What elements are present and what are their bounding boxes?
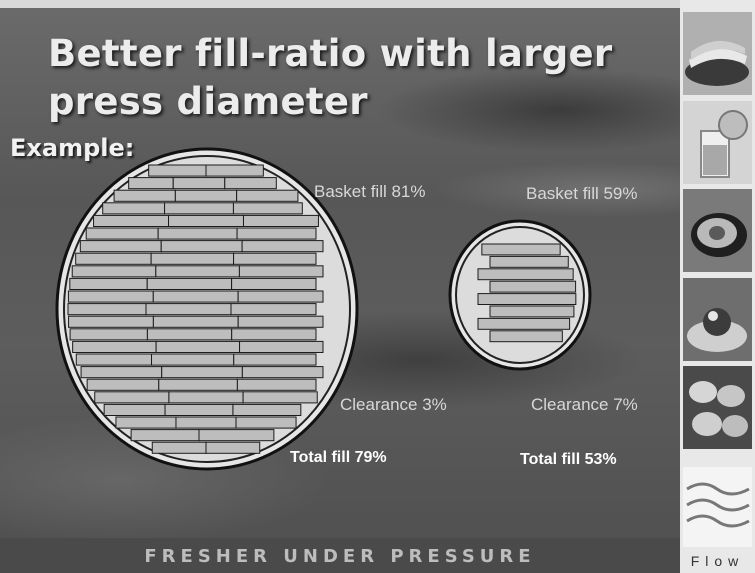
- large-press-bar: [237, 315, 324, 328]
- large-press-bar: [67, 303, 147, 316]
- large-total-fill-label: Total fill 79%: [290, 449, 387, 466]
- large-press-bar: [157, 227, 238, 240]
- brand-name: Flow: [690, 553, 745, 569]
- large-press-bar: [71, 265, 157, 278]
- large-press-bar: [128, 177, 174, 190]
- large-press-bar: [242, 391, 318, 404]
- large-press-bar: [151, 353, 235, 366]
- large-press-bar: [237, 290, 324, 303]
- small-clearance-label: Clearance 7%: [531, 395, 638, 414]
- dessert-plate-icon: [683, 278, 752, 361]
- large-press-bar: [113, 189, 176, 202]
- large-press-bar: [164, 202, 234, 215]
- large-press-bar: [241, 240, 324, 253]
- large-press-bar: [93, 214, 170, 227]
- small-press-bar: [481, 243, 561, 256]
- small-press-bar: [477, 293, 577, 306]
- small-press-bar: [489, 280, 577, 293]
- large-press-bar: [175, 416, 237, 429]
- large-press-bar: [232, 403, 302, 416]
- large-press-bar: [161, 366, 243, 379]
- large-press-bar: [80, 366, 163, 379]
- wave-logo-icon: [683, 467, 752, 547]
- large-press-bar: [67, 290, 154, 303]
- large-press-bar: [151, 441, 207, 454]
- large-press-bar: [172, 177, 226, 190]
- large-press-bar: [148, 164, 207, 177]
- oysters-icon: [683, 366, 752, 449]
- large-press-bar: [236, 378, 317, 391]
- large-press-bar: [85, 227, 159, 240]
- large-press-bar: [205, 441, 261, 454]
- large-press-bar: [230, 303, 317, 316]
- juice-glass-icon: [683, 101, 752, 184]
- large-press-bar: [69, 277, 148, 290]
- large-press-bar: [86, 378, 160, 391]
- large-press-bar: [102, 202, 166, 215]
- large-press-bar: [75, 353, 153, 366]
- press-diagram: [55, 147, 592, 471]
- large-press-bar: [155, 265, 240, 278]
- large-press-bar: [68, 315, 154, 328]
- large-press-bar: [232, 202, 303, 215]
- large-press-bars: [67, 164, 324, 454]
- large-press-bar: [168, 391, 244, 404]
- large-press-bar: [233, 252, 317, 265]
- large-press-bar: [233, 353, 317, 366]
- footer-bar: [0, 538, 680, 573]
- small-press-bar: [489, 305, 575, 318]
- large-press-bar: [242, 214, 319, 227]
- small-press-bar: [477, 268, 574, 281]
- large-press-bar: [155, 340, 241, 353]
- small-press-bars: [477, 243, 577, 343]
- large-press-bar: [150, 252, 235, 265]
- large-press-bar: [152, 315, 239, 328]
- large-press-bar: [72, 340, 157, 353]
- small-total-fill-label: Total fill 53%: [520, 451, 617, 468]
- large-press-bar: [115, 416, 177, 429]
- avocado-icon: [683, 189, 752, 272]
- photo-sidebar: Flow: [680, 0, 755, 573]
- large-press-bar: [79, 240, 162, 253]
- large-press-bar: [224, 177, 277, 190]
- large-press-bar: [158, 378, 238, 391]
- large-press-bar: [164, 403, 234, 416]
- layered-food-icon: [683, 12, 752, 95]
- large-press-bar: [75, 252, 152, 265]
- large-press-bar: [145, 303, 232, 316]
- large-press-bar: [238, 265, 324, 278]
- example-label: Example:: [10, 134, 135, 162]
- large-press-bar: [130, 429, 200, 442]
- large-basket-fill-label: Basket fill 81%: [314, 182, 426, 201]
- large-clearance-label: Clearance 3%: [340, 395, 447, 414]
- large-press-bar: [231, 328, 317, 341]
- large-press-bar: [69, 328, 148, 341]
- large-press-bar: [241, 366, 324, 379]
- large-press-bar: [168, 214, 244, 227]
- small-press-bar: [489, 255, 569, 268]
- large-press-bar: [236, 227, 317, 240]
- large-press-bar: [103, 403, 166, 416]
- large-press-bar: [235, 416, 297, 429]
- slide-title: Better fill-ratio with larger press diam…: [48, 32, 613, 123]
- large-press-bar: [160, 240, 243, 253]
- tagline: FRESHER UNDER PRESSURE: [144, 546, 536, 567]
- large-press-bar: [94, 391, 170, 404]
- small-press-bar: [489, 330, 563, 343]
- large-press-bar: [231, 277, 317, 290]
- large-press-bar: [236, 189, 299, 202]
- large-press-bar: [146, 277, 233, 290]
- large-press-bar: [146, 328, 233, 341]
- large-press-bar: [152, 290, 239, 303]
- small-basket-fill-label: Basket fill 59%: [526, 184, 638, 203]
- large-press-bar: [205, 164, 264, 177]
- small-press-bar: [477, 317, 571, 330]
- large-press-bar: [198, 429, 275, 442]
- large-press-bar: [239, 340, 324, 353]
- large-press-bar: [174, 189, 238, 202]
